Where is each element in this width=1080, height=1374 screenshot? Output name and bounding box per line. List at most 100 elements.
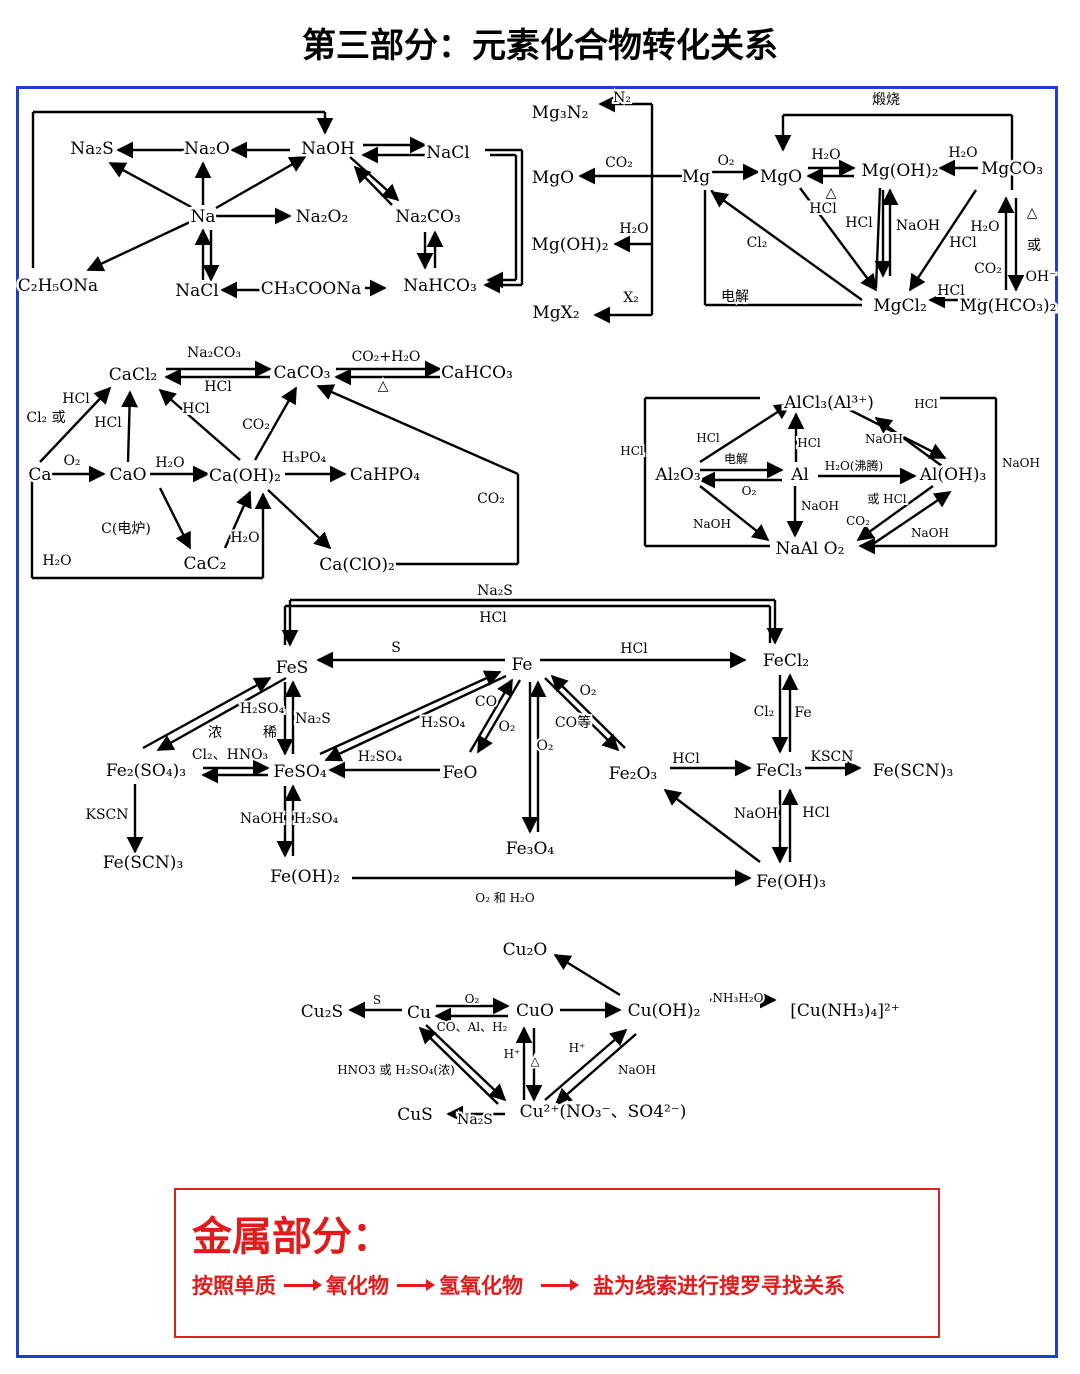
compound-FeO: FeO xyxy=(443,763,478,783)
compound-CaClO2: Ca(ClO)₂ xyxy=(319,555,395,575)
compound-Mg: Mg xyxy=(682,167,710,187)
reaction-label-39: HCl xyxy=(797,436,821,450)
reaction-label-38: HCl xyxy=(696,431,720,445)
reaction-label-58: Na₂S xyxy=(295,711,331,727)
compound-CaOH2: Ca(OH)₂ xyxy=(209,466,281,486)
reaction-label-15: 电解 xyxy=(721,289,749,305)
diagram-frame xyxy=(16,86,1058,1358)
reaction-label-82: △ xyxy=(530,1054,540,1068)
reaction-label-32: H₃PO₄ xyxy=(282,450,327,466)
compound-Na: Na xyxy=(190,207,215,227)
reaction-label-27: HCl xyxy=(94,415,122,431)
compound-Al: Al xyxy=(790,465,809,485)
reaction-label-45: NaOH xyxy=(801,499,839,513)
reaction-label-31: CO₂ xyxy=(242,417,270,433)
step-arrow-icon xyxy=(397,1278,435,1291)
compound-MgCl2: MgCl₂ xyxy=(873,296,927,316)
compound-MgOH2b: Mg(OH)₂ xyxy=(861,161,938,181)
reaction-label-56: 浓 xyxy=(208,725,222,741)
reaction-label-30: H₂O xyxy=(155,455,184,471)
compound-MgHCO32: Mg(HCO₃)₂ xyxy=(960,296,1057,316)
reaction-arrow-102 xyxy=(319,670,502,756)
compound-Fe: Fe xyxy=(512,655,533,675)
compound-CaCO3: CaCO₃ xyxy=(274,363,331,383)
reaction-label-41: HCl xyxy=(914,397,938,411)
reaction-label-2: H₂O xyxy=(619,221,648,237)
reaction-label-74: NaOH xyxy=(734,806,778,822)
reaction-label-47: CO₂ xyxy=(846,514,870,528)
compound-NaHCO3: NaHCO₃ xyxy=(403,276,477,296)
reaction-label-51: Na₂S xyxy=(477,583,513,599)
compound-CH3COONa: CH₃COONa xyxy=(261,279,362,299)
reaction-label-28: HCl xyxy=(182,401,210,417)
reaction-arrow-127 xyxy=(425,1024,507,1102)
reaction-label-24: △ xyxy=(378,378,389,394)
reaction-label-23: CO₂+H₂O xyxy=(352,349,421,365)
reaction-label-48: NaOH xyxy=(693,517,731,531)
compound-Na2CO3: Na₂CO₃ xyxy=(395,207,461,227)
summary-box: 金属部分： 按照单质 氧化物 氢氧化物 盐为线索进行搜罗寻找关系 xyxy=(174,1188,940,1338)
reaction-label-71: KSCN xyxy=(85,807,128,823)
reaction-label-11: Cl₂ xyxy=(747,235,768,251)
compound-MgO2: MgO xyxy=(760,167,802,187)
compound-NaAlO2: NaAl O₂ xyxy=(776,539,845,559)
reaction-arrow-128 xyxy=(418,1026,499,1105)
compound-Cu2O: Cu₂O xyxy=(503,940,548,960)
reaction-label-54: HCl xyxy=(620,641,648,657)
compound-FeSO4: FeSO₄ xyxy=(273,762,327,782)
reaction-label-17: 煅烧 xyxy=(872,92,900,108)
compound-Cu: Cu xyxy=(407,1003,431,1023)
reaction-label-35: H₂O xyxy=(230,530,259,546)
reaction-arrow-80 xyxy=(856,485,934,541)
compound-CaC2: CaC₂ xyxy=(184,554,227,574)
reaction-arrow-36 xyxy=(874,187,882,289)
compound-CuNH34: [Cu(NH₃)₄]²⁺ xyxy=(790,1001,900,1021)
reaction-label-86: Na₂S xyxy=(457,1112,493,1128)
compound-CaHPO4: CaHPO₄ xyxy=(350,465,420,485)
reaction-arrow-103 xyxy=(324,674,507,762)
reaction-label-68: Fe xyxy=(794,705,811,721)
reaction-label-73: H₂SO₄ xyxy=(294,811,339,827)
reaction-arrow-75 xyxy=(874,417,943,467)
reaction-label-59: Cl₂、HNO₃ xyxy=(192,747,268,763)
compound-NaCl2: NaCl xyxy=(175,281,218,301)
compound-MgOH2a: Mg(OH)₂ xyxy=(531,235,608,255)
compound-CaCl2: CaCl₂ xyxy=(109,365,157,385)
step-arrow-icon xyxy=(541,1278,579,1291)
reaction-label-22: HCl xyxy=(204,379,232,395)
reaction-label-57: 稀 xyxy=(263,725,277,741)
reaction-arrow-54 xyxy=(39,386,112,463)
compound-Ca: Ca xyxy=(28,465,51,485)
reaction-label-65: O₂ xyxy=(579,683,596,699)
reaction-arrow-69 xyxy=(316,384,519,476)
reaction-label-75: HCl xyxy=(802,805,830,821)
reaction-label-50: NaOH xyxy=(1002,456,1040,470)
step-oxide: 氧化物 xyxy=(326,1274,389,1298)
reaction-label-25: HCl xyxy=(62,391,90,407)
compound-CuO: CuO xyxy=(516,1001,554,1021)
compound-AlCl3: AlCl₃(Al³⁺) xyxy=(783,393,874,413)
reaction-label-42: 电解 xyxy=(724,452,748,466)
reaction-label-37: HCl xyxy=(620,444,644,458)
compound-FeCl2: FeCl₂ xyxy=(763,651,809,671)
compound-Fe2O3: Fe₂O₃ xyxy=(609,764,658,784)
reaction-label-70: KSCN xyxy=(810,749,853,765)
compound-Cu2plus: Cu²⁺(NO₃⁻、SO4²⁻) xyxy=(520,1102,687,1122)
reaction-arrow-39 xyxy=(908,189,978,292)
reaction-label-33: CO₂ xyxy=(477,491,505,507)
reaction-arrow-132 xyxy=(554,1033,637,1106)
compound-MgO1: MgO xyxy=(532,168,574,188)
reaction-arrow-104 xyxy=(468,678,514,753)
compound-Al2O3: Al₂O₃ xyxy=(654,465,700,485)
reaction-arrow-48 xyxy=(710,191,863,301)
reaction-arrow-10 xyxy=(86,220,191,272)
compound-Fe3O4: Fe₃O₄ xyxy=(506,839,555,859)
reaction-label-61: H₂SO₄ xyxy=(421,715,466,731)
reaction-label-0: N₂ xyxy=(613,90,631,106)
reaction-label-66: CO等 xyxy=(555,714,591,731)
reaction-label-69: HCl xyxy=(672,751,700,767)
compound-CaO: CaO xyxy=(109,465,146,485)
reaction-label-6: H₂O xyxy=(948,145,977,161)
step-arrow-icon xyxy=(284,1278,322,1291)
